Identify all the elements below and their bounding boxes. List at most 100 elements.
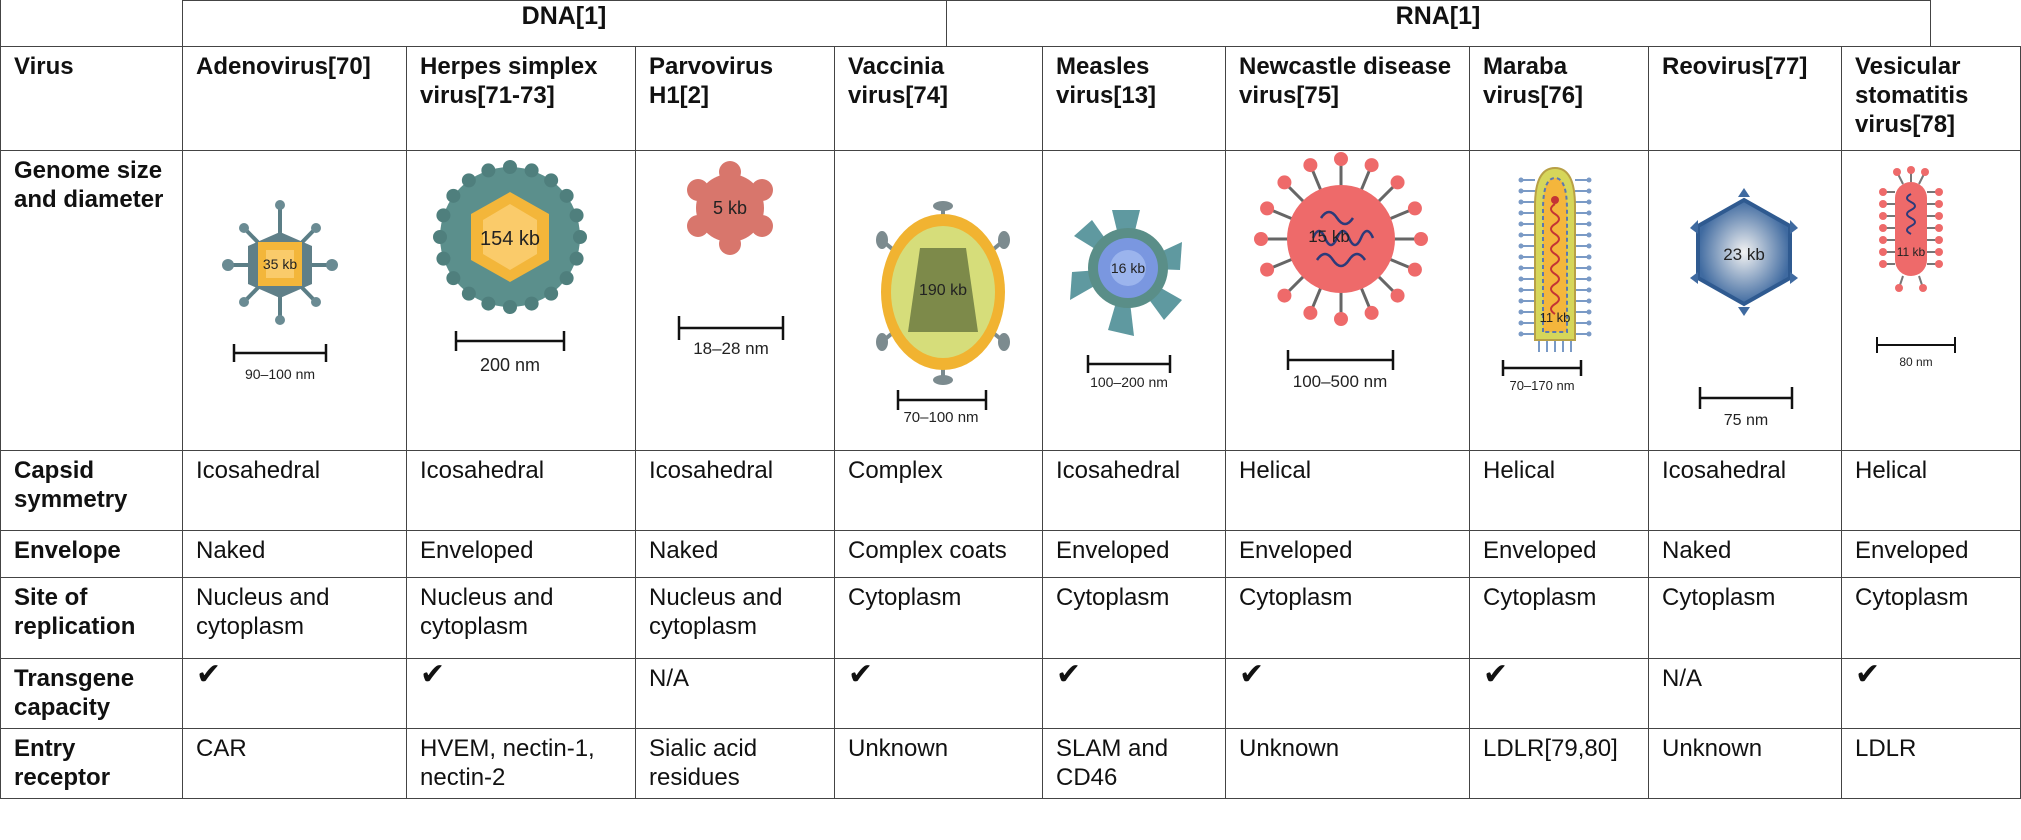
virus-name: Vaccinia virus[74] xyxy=(848,53,949,109)
vaccinia-diagram: 190 kb 70–100 nm xyxy=(876,201,1010,426)
site-cell: Cytoplasm xyxy=(1483,584,1597,611)
genome-label: 154 kb xyxy=(480,228,540,250)
row-label-site: Site of replication xyxy=(14,584,136,640)
envelope-cell: Naked xyxy=(196,537,266,564)
parvovirus-diagram: 5 kb 18–28 nm xyxy=(677,161,785,358)
table-border xyxy=(0,450,2021,451)
vsv-diagram: 11 kb 80 nm xyxy=(1876,166,1956,369)
table-border xyxy=(0,150,2021,151)
capsid-cell: Icosahedral xyxy=(196,457,321,484)
scale-bar-label: 70–170 nm xyxy=(1509,378,1574,393)
transgene-check-icon: ✔ xyxy=(1239,658,1265,691)
capsid-cell: Helical xyxy=(1483,457,1556,484)
capsid-cell: Icosahedral xyxy=(1056,457,1181,484)
row-label-entry: Entry receptor xyxy=(14,735,111,791)
rna-group-header: RNA[1] xyxy=(1395,2,1481,30)
entry-cell: HVEM, nectin-1, nectin-2 xyxy=(420,735,595,791)
envelope-cell: Enveloped xyxy=(1855,537,1969,564)
table-border xyxy=(635,46,636,798)
entry-cell: Unknown xyxy=(1239,735,1340,762)
scale-bar-label: 70–100 nm xyxy=(903,409,978,426)
scale-bar-label: 80 nm xyxy=(1899,355,1932,369)
envelope-cell: Naked xyxy=(649,537,719,564)
scale-bar-label: 90–100 nm xyxy=(245,366,315,382)
transgene-check-icon: ✔ xyxy=(1855,658,1881,691)
table-border xyxy=(1042,46,1043,798)
table-border xyxy=(0,0,1,798)
scale-bar-label: 100–500 nm xyxy=(1293,372,1388,391)
virus-name: Maraba virus[76] xyxy=(1483,53,1584,109)
entry-cell: CAR xyxy=(196,735,247,762)
table-border xyxy=(1469,46,1470,798)
row-label-genome: Genome size and diameter xyxy=(14,157,164,213)
table-border xyxy=(182,0,1930,1)
site-cell: Nucleus and cytoplasm xyxy=(420,584,554,640)
virus-name: Vesicular stomatitis virus[78] xyxy=(1855,53,1969,138)
table-border xyxy=(0,798,2021,799)
table-border xyxy=(1930,0,1931,46)
virus-name: Herpes simplex virus[71-73] xyxy=(420,53,598,109)
scale-bar-label: 200 nm xyxy=(480,355,540,375)
virus-name: Parvovirus H1[2] xyxy=(649,53,774,109)
transgene-check-icon: ✔ xyxy=(1056,658,1082,691)
site-cell: Cytoplasm xyxy=(1662,584,1776,611)
virus-name: Reovirus[77] xyxy=(1662,53,1808,80)
table-border xyxy=(182,0,183,798)
table-border xyxy=(406,46,407,798)
site-cell: Cytoplasm xyxy=(848,584,962,611)
table-border xyxy=(0,530,2021,531)
table-border xyxy=(834,46,835,798)
entry-cell: Unknown xyxy=(848,735,949,762)
entry-cell: LDLR[79,80] xyxy=(1483,735,1618,762)
virus-name: Newcastle disease virus[75] xyxy=(1239,53,1452,109)
row-label-envelope: Envelope xyxy=(14,537,121,564)
herpes-diagram: 154 kb 200 nm xyxy=(433,160,587,375)
genome-label: 23 kb xyxy=(1723,245,1765,264)
scale-bar-label: 100–200 nm xyxy=(1090,374,1168,390)
envelope-cell: Enveloped xyxy=(1056,537,1170,564)
capsid-cell: Icosahedral xyxy=(649,457,774,484)
table-border xyxy=(946,0,947,46)
row-label-transgene: Transgene capacity xyxy=(14,665,135,721)
transgene-check-icon: ✔ xyxy=(1483,658,1509,691)
transgene-cell: N/A xyxy=(649,665,690,692)
genome-label: 16 kb xyxy=(1111,260,1145,276)
site-cell: Nucleus and cytoplasm xyxy=(649,584,783,640)
capsid-cell: Icosahedral xyxy=(1662,457,1787,484)
scale-bar-label: 18–28 nm xyxy=(693,339,769,358)
maraba-diagram: 11 kb 70–170 nm xyxy=(1501,166,1592,393)
site-cell: Cytoplasm xyxy=(1239,584,1353,611)
transgene-check-icon: ✔ xyxy=(196,658,222,691)
capsid-cell: Helical xyxy=(1239,457,1312,484)
envelope-cell: Enveloped xyxy=(1239,537,1353,564)
site-cell: Cytoplasm xyxy=(1855,584,1969,611)
site-cell: Cytoplasm xyxy=(1056,584,1170,611)
virus-name: Adenovirus[70] xyxy=(196,53,371,80)
capsid-cell: Complex xyxy=(848,457,943,484)
virus-name: Measles virus[13] xyxy=(1056,53,1157,109)
transgene-cell: N/A xyxy=(1662,665,1703,692)
envelope-cell: Complex coats xyxy=(848,537,1007,564)
genome-label: 35 kb xyxy=(263,256,297,272)
entry-cell: Sialic acid residues xyxy=(649,735,758,791)
entry-cell: LDLR xyxy=(1855,735,1917,762)
entry-cell: SLAM and CD46 xyxy=(1056,735,1169,791)
transgene-check-icon: ✔ xyxy=(848,658,874,691)
capsid-cell: Helical xyxy=(1855,457,1928,484)
genome-label: 15 kb xyxy=(1308,227,1350,246)
reovirus-diagram: 23 kb 75 nm xyxy=(1690,188,1798,429)
entry-cell: Unknown xyxy=(1662,735,1763,762)
envelope-cell: Naked xyxy=(1662,537,1732,564)
row-label-virus: Virus xyxy=(14,53,74,80)
table-border xyxy=(1225,46,1226,798)
table-border xyxy=(0,46,2021,47)
genome-label: 11 kb xyxy=(1897,245,1926,259)
table-border xyxy=(0,658,2021,659)
site-cell: Nucleus and cytoplasm xyxy=(196,584,330,640)
genome-label: 11 kb xyxy=(1540,310,1571,325)
transgene-check-icon: ✔ xyxy=(420,658,446,691)
capsid-cell: Icosahedral xyxy=(420,457,545,484)
scale-bar-label: 75 nm xyxy=(1724,412,1768,429)
table-border xyxy=(0,577,2021,578)
